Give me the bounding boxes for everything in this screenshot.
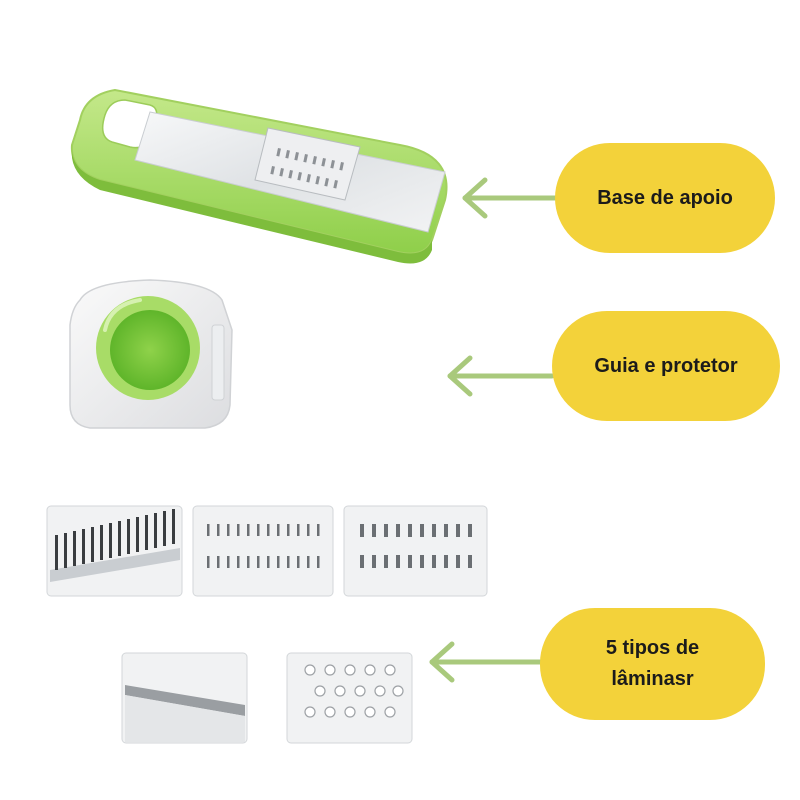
label-blades-line1: 5 tipos de bbox=[605, 637, 700, 659]
label-laminas: 5 tipos de lâminasr bbox=[540, 608, 765, 720]
label-base-de-apoio: Base de apoio bbox=[555, 143, 775, 253]
label-blades-line2: lâminasr bbox=[611, 668, 694, 690]
board-slots bbox=[270, 148, 344, 189]
label-guia-e-protetor: Guia e protetor bbox=[552, 311, 780, 421]
label-base-text: Base de apoio bbox=[597, 186, 733, 209]
label-guard-text: Guia e protetor bbox=[594, 354, 738, 377]
